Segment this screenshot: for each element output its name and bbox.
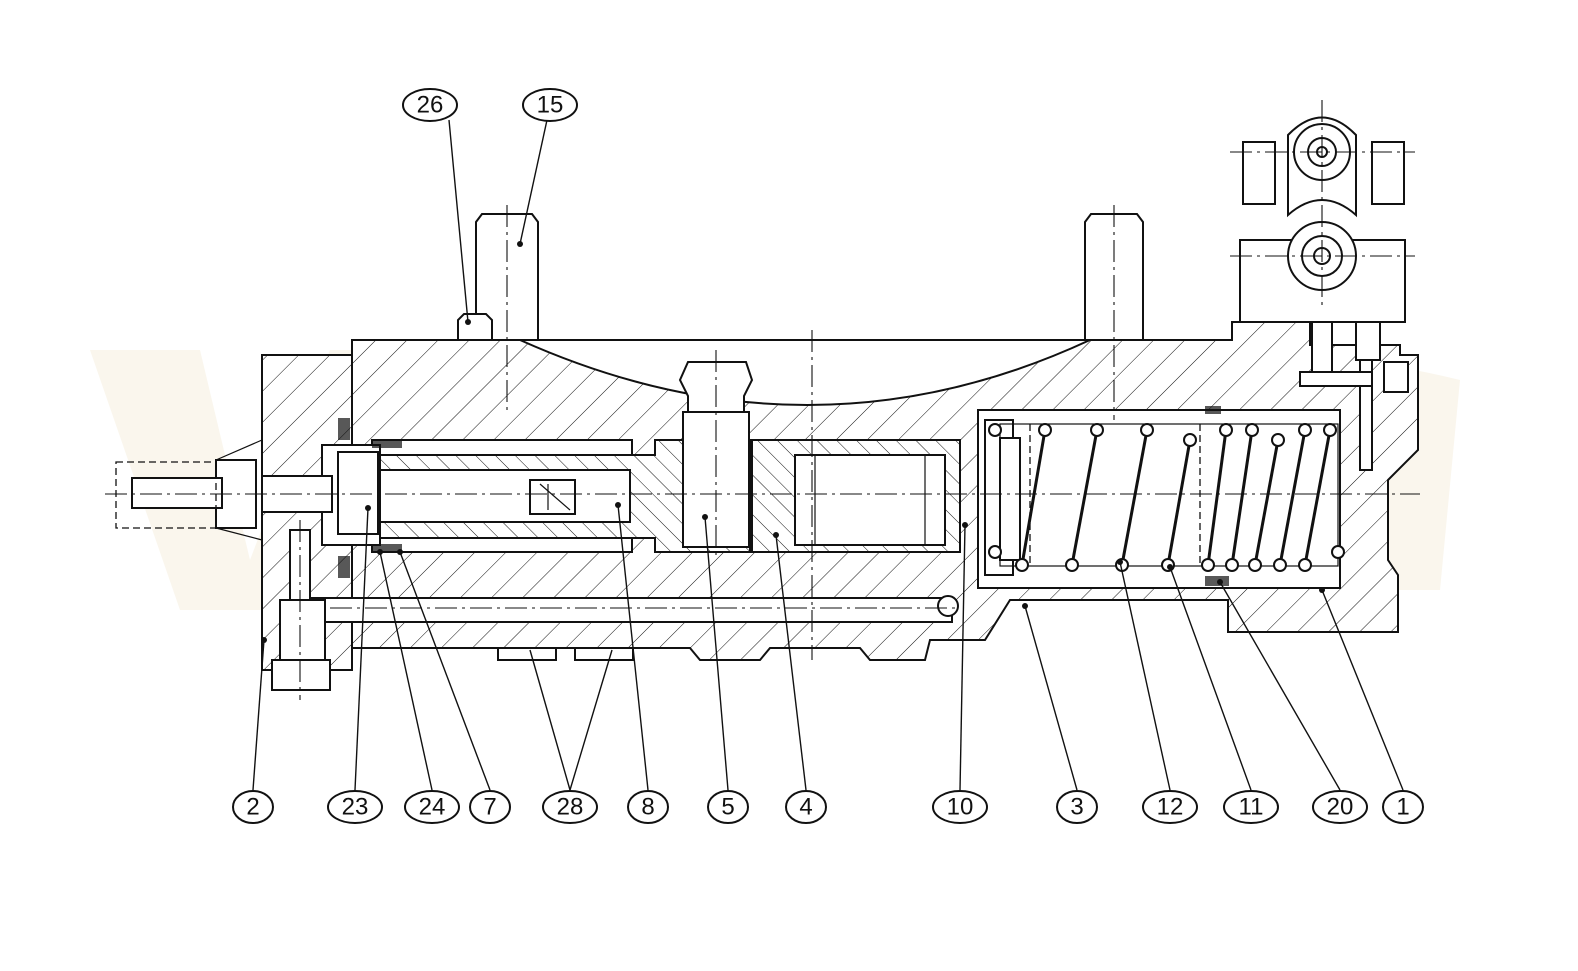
callout-24: 24 (404, 790, 460, 824)
callout-20: 20 (1312, 790, 1368, 824)
callout-8: 8 (627, 790, 669, 824)
callout-24-label: 24 (419, 794, 446, 821)
callout-26-label: 26 (417, 92, 444, 119)
callout-5-label: 5 (721, 794, 734, 821)
callout-10-label: 10 (947, 794, 974, 821)
plunger (371, 439, 751, 553)
callout-3-label: 3 (1070, 794, 1083, 821)
plug-fitting (271, 599, 331, 691)
callout-11: 11 (1223, 790, 1279, 824)
callout-2-label: 2 (246, 794, 259, 821)
callout-28-label: 28 (557, 794, 584, 821)
callout-2: 2 (232, 790, 274, 824)
seals (338, 406, 1229, 586)
leader-lines (252, 119, 1404, 791)
callout-1: 1 (1382, 790, 1424, 824)
callout-7: 7 (469, 790, 511, 824)
mounting-bosses (497, 647, 634, 661)
callout-3: 3 (1056, 790, 1098, 824)
callout-10: 10 (932, 790, 988, 824)
callout-4-label: 4 (799, 794, 812, 821)
callout-15-label: 15 (537, 92, 564, 119)
callout-23: 23 (327, 790, 383, 824)
callout-7-label: 7 (483, 794, 496, 821)
springs (988, 423, 1345, 572)
callout-12-label: 12 (1157, 794, 1184, 821)
adjust-screw (115, 439, 381, 546)
callout-20-label: 20 (1327, 794, 1354, 821)
callout-28: 28 (542, 790, 598, 824)
callout-5: 5 (707, 790, 749, 824)
callout-15: 15 (522, 88, 578, 122)
guide-pins (457, 213, 1144, 341)
callout-23-label: 23 (342, 794, 369, 821)
callout-12: 12 (1142, 790, 1198, 824)
piston (751, 439, 961, 553)
callout-1-label: 1 (1396, 794, 1409, 821)
callout-26: 26 (402, 88, 458, 122)
callout-8-label: 8 (641, 794, 654, 821)
callouts: 26 15 2 23 24 7 28 8 (232, 88, 1424, 824)
centerlines (105, 100, 1420, 700)
callout-11-label: 11 (1239, 794, 1264, 821)
callout-4: 4 (785, 790, 827, 824)
